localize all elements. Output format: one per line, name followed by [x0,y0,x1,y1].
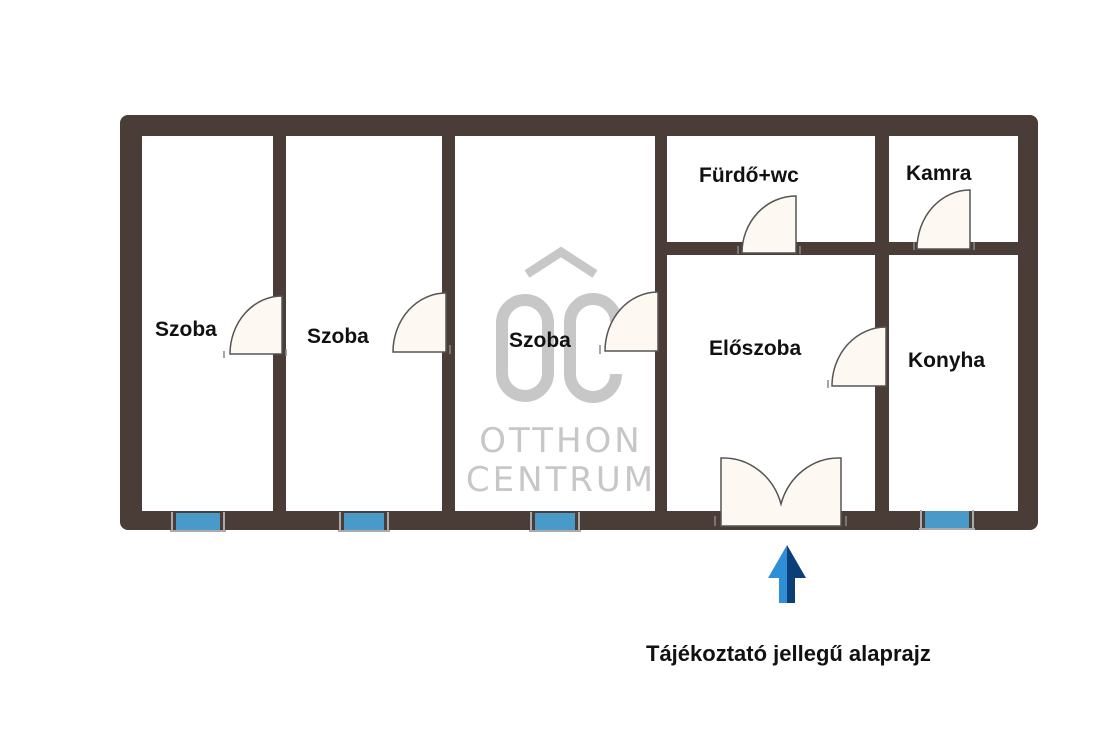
room-labels: Szoba Szoba Szoba Fürdő+wc Kamra Előszob… [155,162,985,372]
label-szoba-1: Szoba [155,318,217,341]
window-szoba-3 [529,512,581,532]
door-eloszoba [831,326,887,387]
watermark-line-2: CENTRUM [466,460,656,500]
roof-icon [524,246,598,278]
door-szoba-2 [392,292,447,353]
windows [170,510,975,532]
otthon-centrum-watermark: OTTHON CENTRUM [466,246,656,500]
label-szoba-3: Szoba [509,329,571,352]
door-szoba-1 [229,295,283,355]
label-furdo: Fürdő+wc [699,164,799,187]
entrance-double-door [720,457,842,527]
label-kamra: Kamra [906,162,972,185]
window-szoba-1 [170,512,226,532]
door-frames [223,242,975,526]
label-eloszoba: Előszoba [709,337,802,360]
door-szoba-3 [604,291,659,352]
label-konyha: Konyha [908,349,985,372]
doors [229,189,971,527]
logo-letter-o [496,294,554,402]
floor-plan-caption: Tájékoztató jellegű alaprajz [646,641,931,666]
window-szoba-2 [338,512,390,532]
north-arrow-icon [768,545,806,603]
logo-letter-c [564,293,622,403]
label-szoba-2: Szoba [307,325,369,348]
door-furdo [741,195,797,254]
room-konyha [889,255,1018,511]
watermark-line-1: OTTHON [479,421,642,461]
window-konyha [919,510,975,530]
door-kamra [916,189,971,250]
